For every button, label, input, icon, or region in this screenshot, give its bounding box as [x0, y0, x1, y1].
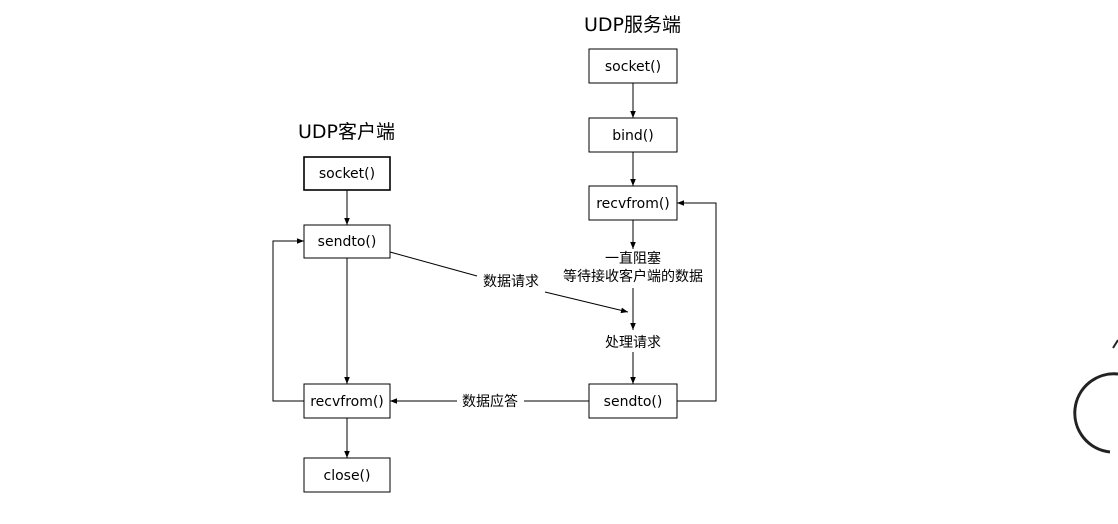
label-request: 数据请求 [483, 274, 539, 290]
label-process: 处理请求 [605, 335, 661, 351]
edge-server-loop-back [677, 200, 717, 402]
server-sendto-label: sendto() [604, 394, 663, 410]
client-sendto-node: sendto() [303, 224, 391, 259]
server-socket-label: socket() [605, 59, 661, 75]
server-socket-node: socket() [588, 48, 678, 84]
client-close-label: close() [324, 468, 371, 484]
edge-client-loop-back [272, 238, 304, 402]
client-sendto-label: sendto() [318, 234, 377, 250]
client-title: UDP客户端 [298, 121, 395, 143]
client-close-node: close() [303, 457, 391, 493]
server-title: UDP服务端 [584, 14, 681, 36]
edge-request [389, 251, 478, 277]
server-recvfrom-node: recvfrom() [588, 185, 678, 221]
server-bind-label: bind() [612, 128, 653, 144]
client-recvfrom-node: recvfrom() [303, 383, 391, 419]
client-recvfrom-label: recvfrom() [310, 394, 384, 410]
server-recvfrom-label: recvfrom() [596, 196, 670, 212]
label-block-line1: 一直阻塞 [605, 250, 661, 267]
edge-request-tail [544, 291, 629, 314]
server-bind-node: bind() [588, 117, 678, 153]
client-socket-node: socket() [303, 156, 391, 191]
client-socket-label: socket() [319, 166, 375, 182]
label-block-line2: 等待接收客户端的数据 [563, 268, 703, 285]
server-sendto-node: sendto() [588, 383, 678, 419]
label-response: 数据应答 [462, 393, 518, 410]
partial-logo-mark [1073, 339, 1118, 454]
